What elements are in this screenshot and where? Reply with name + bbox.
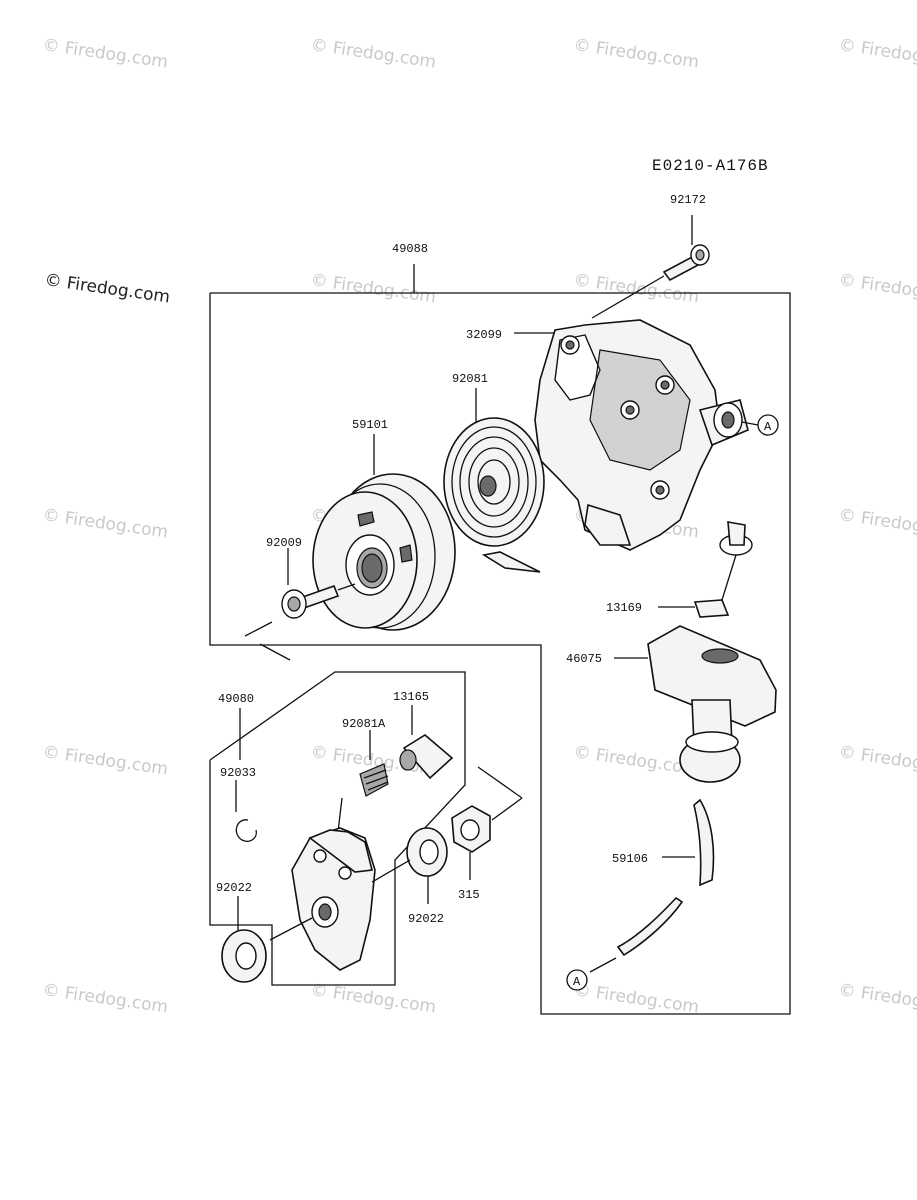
- watermark: © Firedog.com: [41, 980, 169, 1017]
- washer-92022-left: [221, 896, 267, 983]
- assembly-outline-49080: [209, 671, 523, 986]
- part-label-13165: 13165: [393, 690, 429, 704]
- part-labels: 92172 49088 32099 92081 59101 92009 1316…: [216, 193, 706, 926]
- watermark: © Firedog.com: [309, 980, 437, 1017]
- diagram-code: E0210-A176B: [652, 157, 769, 175]
- ref-marker-a-bottom: A: [566, 969, 588, 991]
- part-label-46075: 46075: [566, 652, 602, 666]
- watermark: © Firedog.com: [837, 980, 917, 1017]
- part-label-13169: 13169: [606, 601, 642, 615]
- screw-92172: [591, 215, 710, 319]
- ratchet-body: [269, 827, 376, 971]
- recoil-housing-32099: [514, 319, 759, 551]
- ref-marker-letter: A: [764, 420, 772, 434]
- pulley-59101: [312, 434, 456, 631]
- nut-315: [451, 805, 491, 880]
- clip-92033: [235, 780, 257, 842]
- part-label-315: 315: [458, 888, 480, 902]
- washer-92022-right: [371, 827, 448, 904]
- ref-marker-letter: A: [573, 975, 581, 989]
- spring-92081A: [337, 730, 389, 833]
- watermark: © Firedog.com: [572, 270, 700, 307]
- screw-92009: [281, 548, 356, 619]
- part-label-59106: 59106: [612, 852, 648, 866]
- watermark: © Firedog.com: [837, 270, 917, 307]
- watermark: © Firedog.com: [837, 505, 917, 542]
- rope-guide-13169: [658, 521, 753, 618]
- part-label-32099: 32099: [466, 328, 502, 342]
- part-label-49080: 49080: [218, 692, 254, 706]
- watermark: © Firedog.com: [41, 35, 169, 72]
- part-label-92022: 92022: [216, 881, 252, 895]
- starter-rope-59106: [589, 798, 715, 973]
- watermark: © Firedog.com: [41, 505, 169, 542]
- watermark-primary: © Firedog.com: [43, 270, 171, 307]
- part-label-92009: 92009: [266, 536, 302, 550]
- part-label-59101: 59101: [352, 418, 388, 432]
- part-label-49088: 49088: [392, 242, 428, 256]
- part-label-92081: 92081: [452, 372, 488, 386]
- assembly-outline-49088: [209, 264, 791, 1015]
- part-label-92022: 92022: [408, 912, 444, 926]
- watermark: © Firedog.com: [309, 270, 437, 307]
- watermark: © Firedog.com: [41, 742, 169, 779]
- starter-handle-46075: [614, 625, 777, 783]
- pawl-13165: [399, 705, 454, 780]
- part-label-92081A: 92081A: [342, 717, 386, 731]
- part-label-92172: 92172: [670, 193, 706, 207]
- watermark: © Firedog.com: [572, 980, 700, 1017]
- recoil-spring-92081: [443, 388, 545, 573]
- watermark: © Firedog.com: [837, 742, 917, 779]
- watermark: © Firedog.com: [572, 35, 700, 72]
- part-label-92033: 92033: [220, 766, 256, 780]
- ref-marker-a-top: A: [757, 414, 779, 436]
- watermark: © Firedog.com: [309, 35, 437, 72]
- watermark: © Firedog.com: [837, 35, 917, 72]
